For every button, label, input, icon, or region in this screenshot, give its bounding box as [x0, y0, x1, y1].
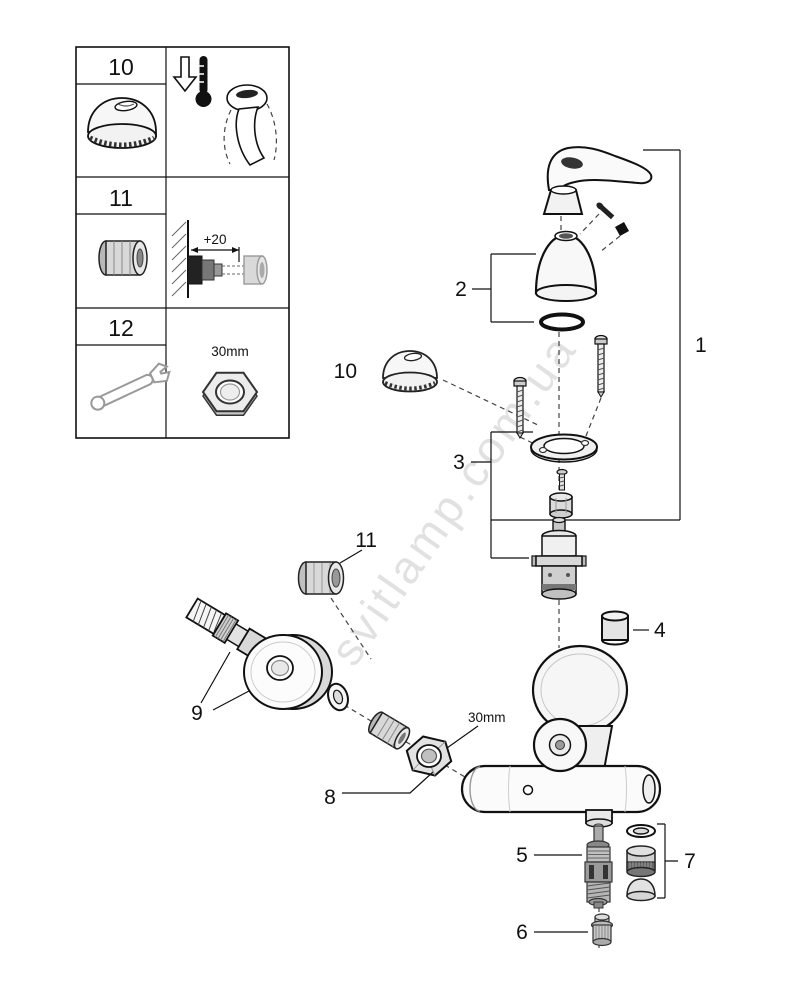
bracket-2: [472, 253, 536, 323]
cap-icon: [87, 97, 157, 149]
legend-table: 10 11 12: [75, 46, 290, 439]
callout-1-label: 1: [695, 334, 707, 357]
leader-dashes: [330, 213, 621, 660]
part-union-nut-8: [405, 735, 453, 777]
part-cartridge: [531, 516, 587, 600]
nut-icon: [201, 371, 259, 416]
legend-row-11-number: 11: [109, 185, 133, 211]
callout-9-leaders: [200, 651, 250, 711]
centerline-dashes: [204, 216, 562, 778]
part-dome-cap: [534, 230, 598, 302]
legend-row-10-number: 10: [108, 54, 134, 80]
callout-7-label: 7: [684, 850, 696, 873]
callout-5-label: 5: [516, 844, 528, 867]
part-adapter-11: [297, 561, 345, 595]
callout-3-label: 3: [453, 451, 465, 474]
part-escutcheon: [243, 634, 333, 710]
part-handle-screw: [596, 202, 629, 236]
callout-4-label: 4: [654, 619, 666, 642]
part-washer-7: [626, 824, 656, 838]
part-seal-ring: [327, 682, 349, 712]
part-adapter-nut: [549, 492, 573, 519]
callout-6-label: 6: [516, 921, 528, 944]
exploded-view: 1 2 3 10: [185, 146, 707, 952]
dim-30mm-label: 30mm: [468, 710, 506, 725]
part-plug-6: [590, 913, 614, 947]
part-strainer-7: [626, 845, 656, 878]
part-check-valve-5: [584, 823, 613, 909]
callout-8-label: 8: [324, 786, 336, 809]
callout-11-leader: [339, 549, 363, 564]
bracket-3: [471, 431, 533, 559]
legend-row-12-number: 12: [108, 315, 134, 341]
part-screw-right: [594, 334, 608, 398]
nut-size-label: 30mm: [211, 344, 249, 359]
pipe-adapter-icon: [98, 240, 148, 276]
lever-handle-illustration: [223, 84, 277, 167]
down-arrow-icon: [172, 56, 198, 93]
callout-10-label: 10: [334, 360, 357, 383]
part-hose-adapter-8: [368, 711, 411, 750]
part-lever-handle: [542, 146, 653, 215]
callout-2-label: 2: [455, 278, 467, 301]
wrench-icon: [90, 362, 171, 411]
callout-11-label: 11: [355, 529, 377, 552]
part-faucet-body: [460, 644, 662, 828]
callout-9-label: 9: [191, 702, 203, 725]
part-mounting-flange: [530, 433, 598, 463]
callout-8-leader: [342, 771, 434, 794]
bracket-1: [491, 149, 681, 521]
part-spacer-4: [601, 610, 629, 646]
part-cap-7: [626, 878, 656, 902]
legend-grid-lines: [76, 47, 289, 438]
part-o-ring: [539, 312, 585, 332]
dimension-plus20-label: +20: [204, 232, 227, 247]
watermark-text: svitlamp.com.ua: [320, 323, 588, 674]
bracket-7: [657, 823, 678, 899]
part-screw-left: [513, 376, 527, 439]
part-cap-10: [382, 350, 438, 393]
part-small-screw: [556, 468, 568, 491]
wall-offset-drawing: +20: [171, 220, 268, 298]
dim-30mm-leader: [446, 725, 479, 749]
thermometer-icon: [195, 56, 212, 107]
